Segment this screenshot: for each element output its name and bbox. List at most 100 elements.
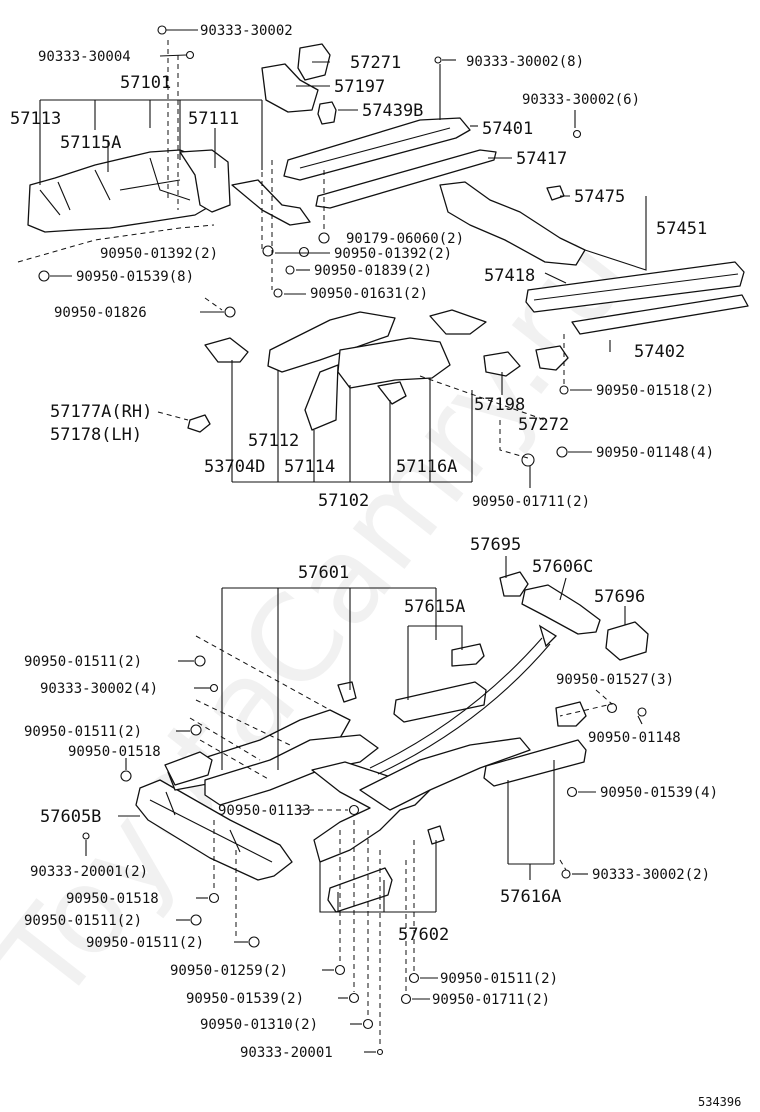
- fastener-90950-01133: [348, 804, 360, 816]
- fastener-90950-01518-b: [208, 892, 220, 904]
- label-57197: 57197: [334, 77, 385, 97]
- part-bracket-57601-c: [427, 825, 445, 845]
- part-57272: [535, 345, 569, 371]
- part-57696: [605, 621, 649, 661]
- label-57402: 57402: [634, 342, 685, 362]
- fastener-90950-01511-e: [408, 972, 420, 984]
- fastener-90950-01392-a: [262, 245, 274, 257]
- fastener-90950-01539-4: [566, 786, 578, 798]
- label-57606C: 57606C: [532, 557, 593, 577]
- label-53704D: 53704D: [204, 457, 265, 477]
- label-57178: 57178(LH): [50, 425, 142, 445]
- label-57401: 57401: [482, 119, 533, 139]
- part-57602-brace: [359, 737, 531, 811]
- top-assembly: [27, 25, 749, 467]
- label-90950-01392-2b: 90950-01392(2): [334, 246, 452, 262]
- label-90179-06060-2: 90179-06060(2): [346, 231, 464, 247]
- label-90950-01539-8: 90950-01539(8): [76, 269, 194, 285]
- label-57451: 57451: [656, 219, 707, 239]
- label-57111: 57111: [188, 109, 239, 129]
- part-57402: [571, 294, 749, 335]
- label-57601: 57601: [298, 563, 349, 583]
- fastener-90333-30002-8: [434, 56, 442, 64]
- part-57198: [483, 351, 521, 377]
- label-90950-01511-2d: 90950-01511(2): [86, 935, 204, 951]
- label-90950-01539-2: 90950-01539(2): [186, 991, 304, 1007]
- fastener-90333-30002-4: [209, 683, 219, 693]
- fastener-90950-01826: [224, 306, 236, 318]
- label-57605B: 57605B: [40, 807, 101, 827]
- label-57272: 57272: [518, 415, 569, 435]
- label-90950-01392-2a: 90950-01392(2): [100, 246, 218, 262]
- fastener-90950-01518-2: [559, 385, 569, 395]
- label-57616A: 57616A: [500, 887, 561, 907]
- label-57198: 57198: [474, 395, 525, 415]
- label-57101: 57101: [120, 73, 171, 93]
- part-bracket-57601-b: [164, 751, 213, 786]
- fastener-90950-01539-2: [348, 992, 360, 1004]
- fastener-90333-30002-6: [572, 129, 582, 139]
- label-90950-01511-2e: 90950-01511(2): [440, 971, 558, 987]
- part-57616A-bracket: [555, 701, 587, 727]
- label-90333-20001-2: 90333-20001(2): [30, 864, 148, 880]
- label-90950-01527-3: 90950-01527(3): [556, 672, 674, 688]
- label-57439B: 57439B: [362, 101, 423, 121]
- part-bracket-center: [377, 381, 407, 405]
- part-57197: [261, 63, 319, 113]
- part-bracket-top-right: [429, 309, 487, 335]
- part-57451: [439, 181, 586, 266]
- bottom-leaders: [85, 556, 643, 1053]
- label-90950-01839-2: 90950-01839(2): [314, 263, 432, 279]
- part-57602-lower: [327, 867, 393, 913]
- label-57177A: 57177A(RH): [50, 402, 152, 422]
- part-57401: [283, 117, 471, 181]
- label-90333-30002-6: 90333-30002(6): [522, 92, 640, 108]
- part-57112: [267, 311, 396, 373]
- assembly-arrow: [369, 637, 543, 769]
- fastener-90950-01527: [606, 702, 618, 714]
- label-57271: 57271: [350, 53, 401, 73]
- fastener-90950-01392-b: [298, 246, 310, 258]
- part-57114: [304, 364, 339, 431]
- fastener-90333-30004: [185, 50, 195, 60]
- label-90950-01711-2a: 90950-01711(2): [472, 494, 590, 510]
- labels: 90333-30002 90333-30004 57101 57113 5711…: [10, 23, 741, 1109]
- assembly-arrow-head: [538, 624, 558, 648]
- label-90950-01826: 90950-01826: [54, 305, 147, 321]
- diagram-id: 534396: [698, 1095, 741, 1109]
- fastener-90179-06060: [318, 232, 330, 244]
- label-90950-01711-2b: 90950-01711(2): [432, 992, 550, 1008]
- label-57695: 57695: [470, 535, 521, 555]
- part-57439B: [317, 101, 337, 125]
- fastener-90950-01148-4: [556, 446, 568, 458]
- part-53704D: [204, 337, 249, 363]
- label-57475: 57475: [574, 187, 625, 207]
- part-arm-57197: [231, 179, 311, 226]
- fastener-90950-01511-a: [194, 655, 206, 667]
- label-90333-30002-4: 90333-30002(4): [40, 681, 158, 697]
- fastener-90333-30002-2: [561, 869, 571, 879]
- part-57615A: [393, 681, 487, 723]
- part-57606C: [521, 584, 601, 635]
- label-90950-01511-2c: 90950-01511(2): [24, 913, 142, 929]
- label-90950-01518-2: 90950-01518(2): [596, 383, 714, 399]
- label-57418: 57418: [484, 266, 535, 286]
- fastener-90950-01259: [334, 964, 346, 976]
- label-90950-01518b: 90950-01518: [66, 891, 159, 907]
- label-90950-01631-2: 90950-01631(2): [310, 286, 428, 302]
- label-57602: 57602: [398, 925, 449, 945]
- label-90333-20001: 90333-20001: [240, 1045, 333, 1061]
- label-57113: 57113: [10, 109, 61, 129]
- label-57615A: 57615A: [404, 597, 465, 617]
- part-57177A: [187, 414, 211, 433]
- part-57475: [546, 185, 565, 201]
- part-57615A-clip: [451, 643, 485, 667]
- label-90950-01539-4: 90950-01539(4): [600, 785, 718, 801]
- fastener-90333-20001: [376, 1048, 384, 1056]
- fastener-90950-01148: [637, 707, 647, 717]
- fastener-90950-01631: [273, 288, 283, 298]
- top-leaders: [17, 29, 647, 488]
- fastener-90950-01711-a: [521, 453, 535, 467]
- label-90333-30002-a: 90333-30002: [200, 23, 293, 39]
- part-57616A: [483, 739, 587, 787]
